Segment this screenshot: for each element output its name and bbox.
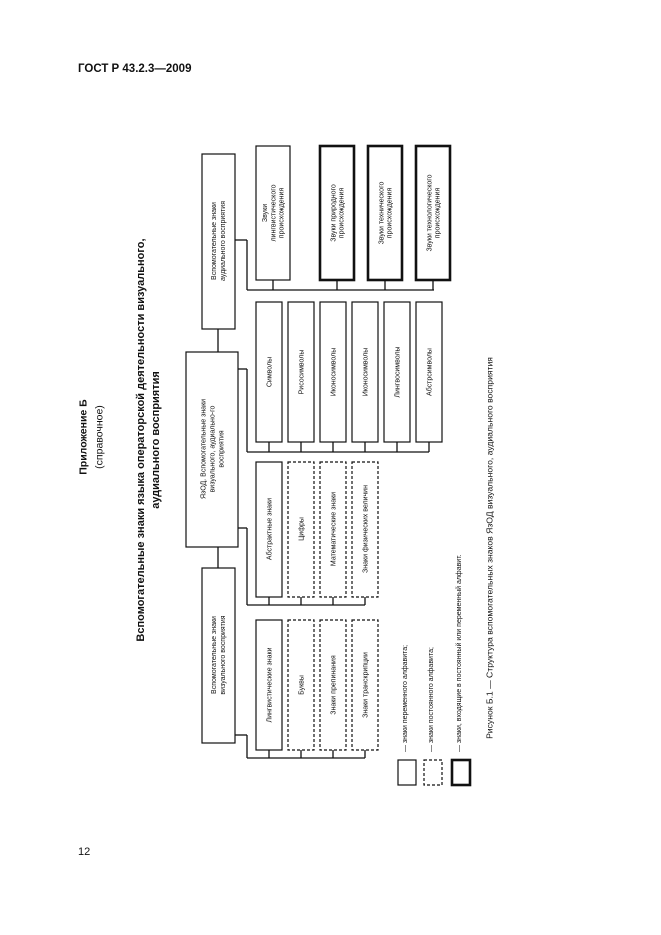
visual-col1-label-1: Лингвистические знаки: [266, 647, 273, 722]
symbol-item-box-4: [351, 301, 379, 443]
legend-swatch-3: [450, 758, 472, 787]
visual-col1-label-3: Знаки препинания: [330, 655, 337, 715]
symbol-item-box-2: [287, 301, 315, 443]
document-header: ГОСТ Р 43.2.3—2009: [78, 63, 192, 75]
visual-col2-label-4: Знаки физических величин: [362, 485, 369, 573]
symbol-item-box-5: [383, 301, 411, 443]
symbol-item-label-6: Абстрсимволы: [425, 348, 433, 396]
visual-col1-box-4: [351, 619, 379, 751]
symbol-item-box-6: [415, 301, 443, 443]
visual-col2-box-4: [351, 461, 379, 598]
symbol-item-box-3: [319, 301, 347, 443]
visual-col2-box-1: [255, 461, 283, 598]
visual-col1-box-2: [287, 619, 315, 751]
symbol-item-label-4: Иконосимволы: [362, 348, 369, 397]
visual-col1-label-4: Знаки транскрипции: [362, 652, 369, 718]
legend-swatch-1: [397, 759, 417, 786]
root-box: [185, 351, 239, 548]
legend-text-1: — знаки переменного алфавита;: [402, 645, 409, 752]
visual-col1-label-2: Буквы: [298, 675, 305, 695]
audial-group-box: [201, 153, 236, 330]
symbol-item-label-2: Рисосимволы: [298, 350, 305, 395]
visual-col1-box-1: [255, 619, 283, 751]
symbol-item-box-1: [255, 301, 283, 443]
visual-group-box: [201, 567, 236, 744]
visual-col2-box-3: [319, 461, 347, 598]
legend-text-3: — знаки, входящие в постоянный или перем…: [455, 554, 463, 752]
legend-text-2: — знаки постоянного алфавита;: [428, 647, 435, 752]
visual-col1-box-3: [319, 619, 347, 751]
symbol-item-label-1: Символы: [266, 357, 273, 387]
audial-item-box-1: [255, 145, 291, 281]
audial-item-box-4: [414, 144, 452, 282]
symbol-item-label-5: Лингвосимволы: [394, 346, 401, 397]
audial-item-box-3: [366, 144, 404, 282]
audial-item-label-3: Звуки техническогопроисхождения: [378, 182, 393, 245]
audial-item-label-4: Звуки технологическогопроисхождения: [426, 174, 441, 251]
audial-item-box-2: [318, 144, 356, 282]
page-number: 12: [78, 846, 91, 858]
visual-col2-label-2: Цифры: [298, 517, 305, 541]
audial-item-label-1: Звукилингвистическогопроисхождения: [262, 184, 285, 241]
visual-col2-label-1: Абстрактные знаки: [265, 498, 273, 560]
figure-caption: Рисунок Б.1 — Структура вспомогательных …: [484, 357, 495, 739]
visual-col2-box-2: [287, 461, 315, 598]
legend-swatch-2: [423, 759, 443, 786]
audial-item-label-2: Звуки природногопроисхождения: [330, 184, 345, 242]
symbol-item-label-3: Иконосимволы: [330, 348, 337, 397]
visual-col2-label-3: Математические знаки: [330, 492, 337, 566]
